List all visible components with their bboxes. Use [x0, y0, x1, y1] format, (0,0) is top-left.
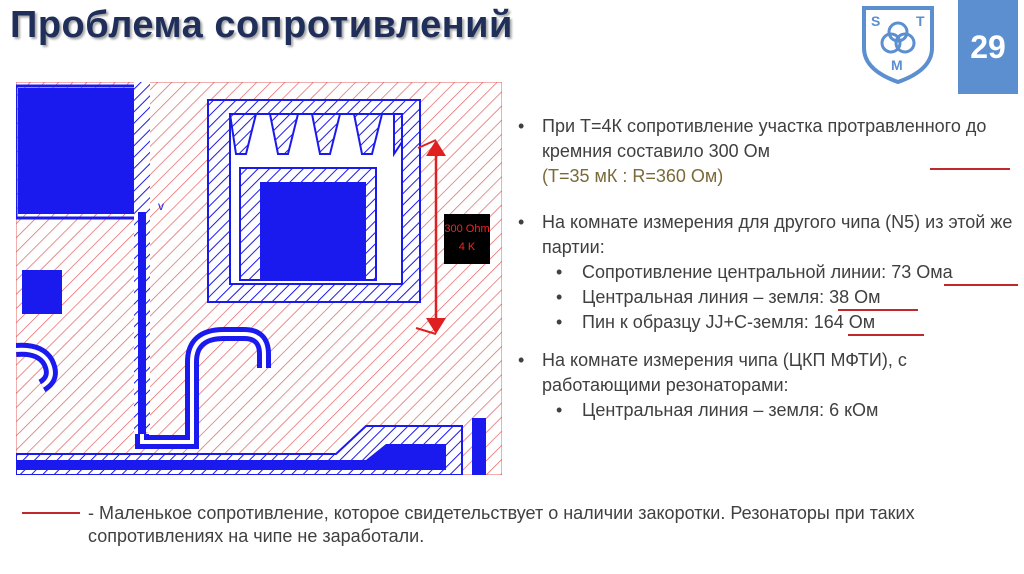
stm-logo: S T M — [862, 6, 934, 84]
page-title: Проблема сопротивлений — [10, 4, 513, 46]
bullet-2-sub-1-text: Сопротивление центральной линии: — [582, 262, 887, 282]
bullet-1-text: При Т=4К сопротивление участка протравле… — [542, 116, 987, 161]
bullet-marker: • — [518, 212, 525, 232]
bullet-2-sub-1-value: 73 Ома — [891, 262, 953, 282]
chip-layout-figure: v 300 Ohm 4 K — [16, 82, 502, 475]
underline-3 — [838, 309, 918, 311]
underline-4 — [848, 334, 924, 336]
v-mark: v — [158, 199, 164, 213]
small-pad — [22, 270, 62, 314]
bullet-1-note: (Т=35 мК : R=360 Ом) — [542, 166, 724, 186]
bullet-marker: • — [518, 350, 525, 370]
bullet-2-sub-3-value: 164 Ом — [813, 312, 876, 332]
measurement-label-line1: 300 Ohm — [444, 223, 489, 235]
bullet-2-sub-2-text: Центральная линия – земля: — [582, 287, 825, 307]
bullet-2-sub-2-value: 38 Ом — [829, 287, 881, 307]
top-left-pad — [18, 88, 142, 214]
bullet-1-value: 300 Ом — [708, 141, 771, 161]
logo-letter-s: S — [871, 13, 880, 29]
legend-text: - Маленькое сопротивление, которое свиде… — [88, 503, 915, 546]
measurement-label-box — [444, 214, 490, 264]
page-number-badge: 29 — [958, 0, 1018, 94]
bullet-marker: • — [556, 287, 563, 307]
logo-letter-t: T — [916, 13, 925, 29]
bullet-3-sub-1-text: Центральная линия – земля: 6 кОм — [582, 400, 879, 420]
underline-2 — [944, 284, 1018, 286]
bullet-2-text: На комнате измерения для другого чипа (N… — [542, 212, 1013, 257]
bullet-marker: • — [518, 116, 525, 136]
center-pad — [260, 182, 366, 280]
bullet-2-sub-3-text: Пин к образцу JJ+C-земля: — [582, 312, 809, 332]
page-number: 29 — [970, 28, 1006, 65]
bullet-3-text: На комнате измерения чипа (ЦКП МФТИ), с … — [542, 350, 907, 395]
measurement-label-line2: 4 K — [459, 241, 476, 253]
logo-letter-m: M — [891, 57, 903, 73]
bullet-marker: • — [556, 312, 563, 332]
bullet-marker: • — [556, 262, 563, 282]
bullet-marker: • — [556, 400, 563, 420]
legend-red-line — [22, 512, 80, 514]
underline-1 — [930, 168, 1010, 170]
